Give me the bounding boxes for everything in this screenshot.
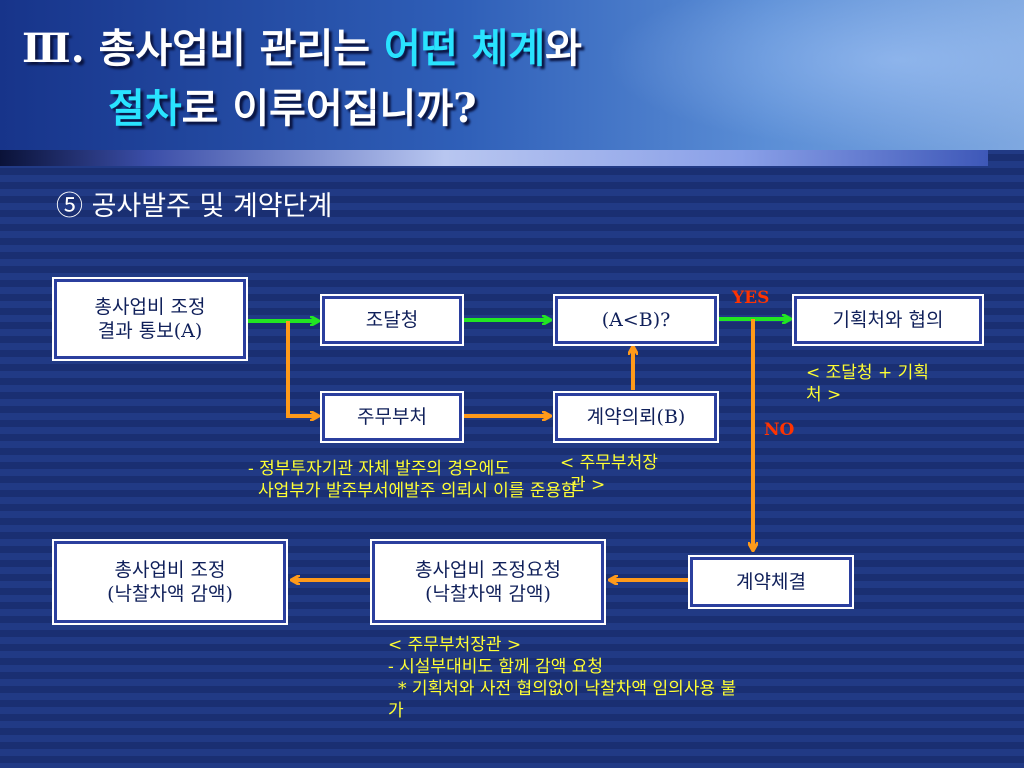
note-consult: < 조달청 + 기획 처 >	[806, 362, 929, 406]
title-divider	[0, 150, 988, 166]
box-adjust-request-line2: (낙찰차액 감액)	[425, 583, 551, 605]
box-notify-line1: 총사업비 조정	[94, 296, 206, 318]
box-contract-label: 계약체결	[736, 571, 806, 593]
title-prefix: Ⅲ. 총사업비 관리는	[22, 25, 385, 72]
title-highlight-1: 어떤 체계	[384, 25, 546, 72]
box-notify-line2: 결과 통보(A)	[97, 320, 203, 342]
box-notify: 총사업비 조정 결과 통보(A)	[54, 279, 246, 359]
box-adjust-request: 총사업비 조정요청 (낙찰차액 감액)	[372, 541, 604, 623]
box-procurement-label: 조달청	[365, 309, 419, 331]
box-consult-label: 기획처와 협의	[832, 309, 944, 331]
page-title-line1: Ⅲ. 총사업비 관리는 어떤 체계와	[22, 16, 582, 74]
note-consult-line1: < 조달청 + 기획	[806, 363, 929, 383]
title-suffix-1: 와	[545, 25, 582, 72]
arrow-notify-to-ministry	[286, 321, 318, 416]
note-ministry-head-line2: 관 >	[570, 475, 606, 495]
box-decision: (A<B)?	[555, 296, 717, 344]
box-ordering-ministry: 주무부처	[322, 393, 462, 441]
box-contract: 계약체결	[690, 557, 852, 607]
note-bottom: < 주무부처장관 > - 시설부대비도 함께 감액 요청 * 기획처와 사전 협…	[388, 634, 736, 722]
note-bottom-line4: 가	[388, 701, 404, 721]
box-adjust-request-line1: 총사업비 조정요청	[415, 559, 561, 581]
note-gov-line1: - 정부투자기관 자체 발주의 경우에도	[248, 459, 510, 479]
section-subtitle: ⑤ 공사발주 및 계약단계	[56, 191, 333, 222]
title-banner: Ⅲ. 총사업비 관리는 어떤 체계와 절차로 이루어집니까?	[0, 0, 1024, 150]
box-ordering-ministry-label: 주무부처	[357, 406, 427, 428]
label-yes: YES	[732, 288, 770, 308]
page-title-line2: 절차로 이루어집니까?	[108, 76, 477, 134]
note-bottom-line2: - 시설부대비도 함께 감액 요청	[388, 657, 604, 677]
box-procurement: 조달청	[322, 296, 462, 344]
banner-glow	[604, 0, 1024, 150]
box-contract-request-label: 계약의뢰(B)	[586, 406, 686, 428]
box-adjust-line1: 총사업비 조정	[114, 559, 226, 581]
box-contract-request: 계약의뢰(B)	[555, 393, 717, 441]
note-bottom-line1: < 주무부처장관 >	[388, 635, 522, 655]
note-gov: - 정부투자기관 자체 발주의 경우에도 사업부가 발주부서에발주 의뢰시 이를…	[248, 458, 577, 502]
note-ministry-head-line1: < 주무부처장	[560, 453, 658, 473]
note-ministry-head: < 주무부처장 관 >	[560, 452, 658, 496]
note-gov-line2: 사업부가 발주부서에발주 의뢰시 이를 준용함	[258, 481, 577, 501]
box-decision-label: (A<B)?	[601, 309, 671, 331]
note-bottom-line3: * 기획처와 사전 협의없이 낙찰차액 임의사용 불	[398, 679, 737, 699]
title-suffix-2: 로 이루어집니까?	[181, 85, 477, 132]
box-adjust: 총사업비 조정 (낙찰차액 감액)	[54, 541, 286, 623]
box-consult: 기획처와 협의	[794, 296, 982, 344]
note-consult-line2: 처 >	[806, 385, 842, 405]
box-adjust-line2: (낙찰차액 감액)	[107, 583, 233, 605]
title-highlight-2: 절차	[108, 85, 182, 132]
label-no: NO	[764, 420, 795, 440]
